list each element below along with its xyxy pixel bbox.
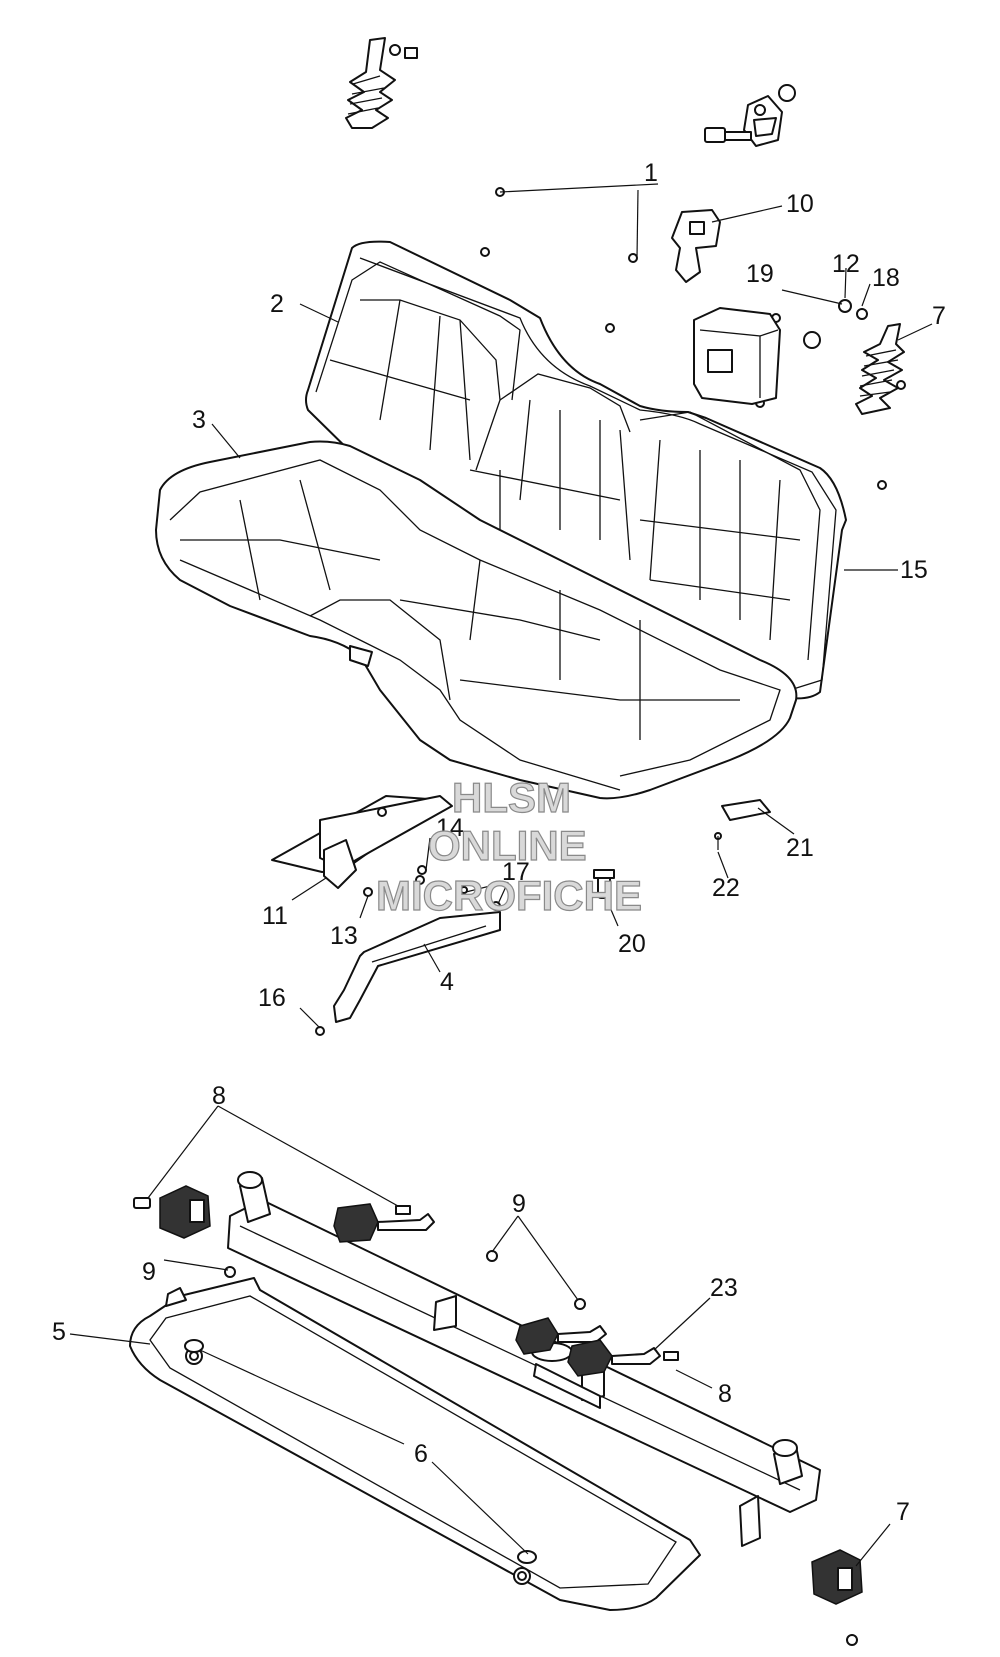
callout-7-bottom: 7 bbox=[896, 1498, 910, 1526]
latch-20 bbox=[593, 869, 615, 899]
callout-3: 3 bbox=[192, 406, 206, 434]
callout-23: 23 bbox=[710, 1274, 738, 1302]
callout-2: 2 bbox=[270, 290, 284, 318]
spring-right bbox=[855, 323, 905, 415]
callout-19: 19 bbox=[746, 260, 774, 288]
callout-labels: 1 2 3 4 5 6 7 7 8 8 8 9 9 9 10 11 12 13 … bbox=[52, 159, 946, 1526]
callout-16: 16 bbox=[258, 984, 286, 1012]
callout-22: 22 bbox=[712, 874, 740, 902]
seat-belt-buckle-left bbox=[133, 1185, 211, 1239]
callout-20: 20 bbox=[618, 930, 646, 958]
callout-4: 4 bbox=[440, 968, 454, 996]
bolt-12-washer-18 bbox=[803, 299, 868, 349]
watermark-line-3: MICROFICHE bbox=[376, 872, 642, 919]
seat-belt-buckle-10 bbox=[671, 209, 721, 283]
callout-8-top: 8 bbox=[212, 1082, 226, 1110]
seat-belt-buckle-lower-middle-1 bbox=[515, 1317, 607, 1355]
callout-8-right: 8 bbox=[718, 1380, 732, 1408]
leader-lines bbox=[69, 183, 933, 1567]
seat-belt-buckle-bottom-right bbox=[811, 1549, 863, 1646]
callout-15: 15 bbox=[900, 556, 928, 584]
seat-belt-retractor-box bbox=[693, 307, 781, 405]
watermark-line-1: HLSM bbox=[452, 774, 571, 821]
callout-17: 17 bbox=[502, 858, 530, 886]
callout-5: 5 bbox=[52, 1318, 66, 1346]
nuts-9 bbox=[224, 1250, 586, 1310]
seat-belt-buckle-lower-middle-2 bbox=[567, 1339, 679, 1377]
watermark-line-2: ONLINE bbox=[428, 822, 587, 869]
callout-6: 6 bbox=[414, 1440, 428, 1468]
grommets-6 bbox=[184, 1339, 537, 1564]
clip-21-screw-22 bbox=[714, 799, 771, 850]
callout-9-left: 9 bbox=[142, 1258, 156, 1286]
callout-1: 1 bbox=[644, 159, 658, 187]
callout-7-top: 7 bbox=[932, 302, 946, 330]
callout-18: 18 bbox=[872, 264, 900, 292]
callout-11: 11 bbox=[262, 902, 288, 930]
callout-21: 21 bbox=[786, 834, 814, 862]
seat-belt-buckle-upper-middle bbox=[333, 1203, 435, 1243]
seat-latch-bracket bbox=[271, 795, 501, 911]
callout-10: 10 bbox=[786, 190, 814, 218]
seat-bottom bbox=[155, 440, 798, 800]
callout-14: 14 bbox=[436, 814, 464, 842]
seat-belt-anchor-top-right bbox=[704, 84, 796, 147]
seat-support-bar bbox=[333, 911, 501, 1023]
callout-9-top: 9 bbox=[512, 1190, 526, 1218]
seat-back bbox=[305, 240, 847, 700]
callout-12: 12 bbox=[832, 250, 860, 278]
watermark: HLSM ONLINE MICROFICHE bbox=[375, 773, 642, 919]
spring-top-left bbox=[345, 37, 418, 129]
callout-13: 13 bbox=[330, 922, 358, 950]
screw-16 bbox=[315, 1026, 325, 1036]
